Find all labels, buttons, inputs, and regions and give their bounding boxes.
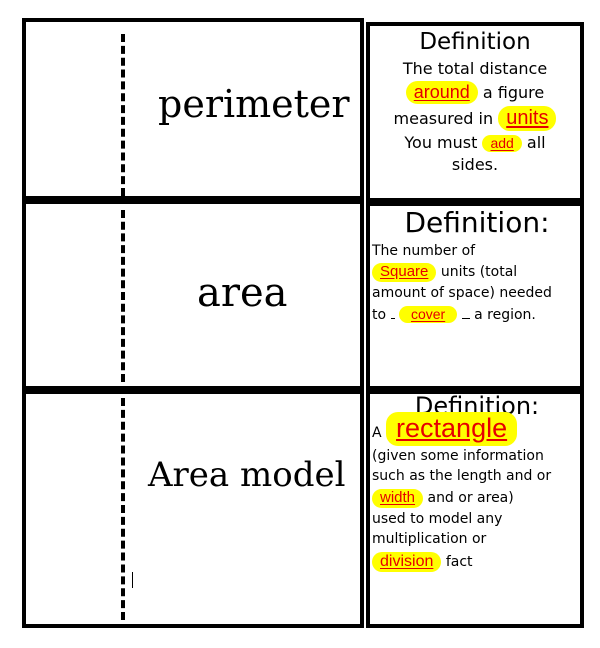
answer-highlight: add: [482, 134, 522, 153]
definition-title: Definition:: [404, 206, 550, 239]
definition-line: Square units (total: [372, 263, 582, 283]
term-perimeter: perimeter: [158, 82, 350, 126]
definition-box-area: [366, 202, 584, 390]
answer-highlight: units: [498, 105, 557, 131]
definition-line: around a figure: [370, 81, 580, 104]
definition-line: A rectangle: [372, 412, 582, 446]
definition-perimeter: Definition The total distance around a f…: [370, 29, 580, 175]
term-box-perimeter: [22, 18, 364, 200]
definition-line: sides.: [451, 154, 499, 174]
definition-line: (given some information: [372, 447, 544, 464]
fold-line: [121, 398, 125, 620]
term-box-area: [22, 200, 364, 390]
text-cursor: [132, 572, 133, 588]
definition-line: You must add all: [404, 132, 546, 153]
fold-line: [121, 210, 125, 382]
term-area: area: [197, 270, 288, 316]
answer-highlight: cover: [398, 305, 458, 324]
answer-highlight: around: [405, 81, 478, 104]
term-area-model: Area model: [148, 455, 346, 495]
answer-highlight: division: [372, 551, 442, 572]
definition-area-model: Definition: A rectangle (given some info…: [372, 394, 582, 572]
definition-area: Definition: The number of Square units (…: [372, 206, 582, 324]
definition-line: The total distance: [402, 59, 548, 79]
definition-line: multiplication or: [372, 531, 487, 547]
term-box-area-model: [22, 390, 364, 628]
definition-line: such as the length and or: [372, 468, 552, 485]
definition-line: The number of: [372, 242, 476, 259]
definition-line: measured in units: [370, 105, 580, 131]
definition-title: Definition: [419, 29, 531, 55]
answer-highlight: rectangle: [386, 412, 518, 446]
fold-line: [121, 34, 125, 196]
definition-line: used to model any: [372, 510, 503, 527]
answer-highlight: Square: [372, 263, 437, 283]
definition-line: division fact: [372, 551, 582, 572]
definition-line: to cover a region.: [372, 305, 536, 324]
definition-line: width and or area): [372, 488, 582, 508]
answer-highlight: width: [372, 488, 424, 508]
definition-line: amount of space) needed: [372, 285, 552, 302]
